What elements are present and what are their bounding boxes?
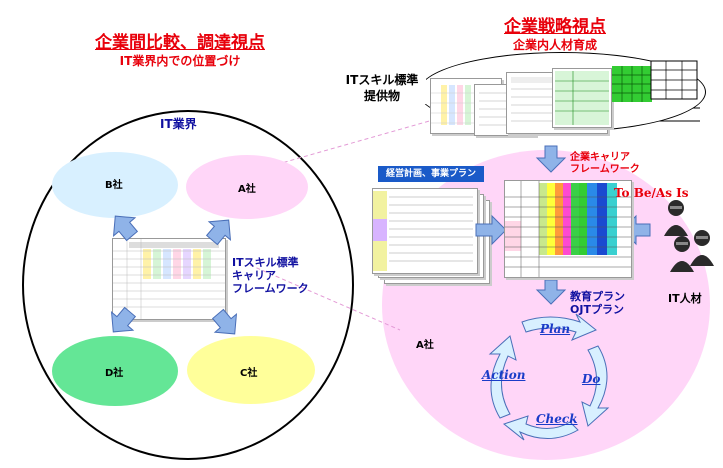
provided-label-line2: 提供物 xyxy=(363,89,400,103)
person-icon-3 xyxy=(690,230,714,266)
skill-standard-sheet xyxy=(112,238,226,320)
framework-label-line3: フレームワーク xyxy=(232,282,309,295)
people-icons xyxy=(664,200,714,272)
provided-label-line1: ITスキル標準 xyxy=(345,73,419,87)
company-a-ellipse-left xyxy=(186,155,308,219)
person-icon-1 xyxy=(664,200,688,236)
framework-label: ITスキル標準 キャリア フレームワーク xyxy=(232,256,309,295)
framework-label-line2: キャリア xyxy=(232,269,276,282)
pdca-check: Check xyxy=(536,412,578,426)
education-plan-line1: 教育プラン xyxy=(570,290,625,303)
arrow-down-top xyxy=(535,145,567,173)
plan-arrow xyxy=(521,313,597,341)
left-subtitle: IT業界内での位置づけ xyxy=(119,54,241,68)
company-c-label: C社 xyxy=(240,368,258,379)
career-framework-label: 企業キャリア フレームワーク xyxy=(570,152,640,176)
plan-doc-title: 経営計画、事業プラン xyxy=(378,166,484,182)
career-framework-label-line1: 企業キャリア xyxy=(570,152,630,163)
green-grid-icon xyxy=(612,66,652,102)
industry-label: IT業界 xyxy=(160,117,197,131)
person-icon-2 xyxy=(670,236,694,272)
education-plan-label: 教育プラン OJTプラン xyxy=(570,290,625,316)
left-title: 企業間比較、調達視点 xyxy=(95,33,265,53)
provided-label: ITスキル標準 提供物 xyxy=(338,72,426,104)
provided-doc-4 xyxy=(552,68,612,128)
do-arrow xyxy=(581,345,610,427)
right-title: 企業戦略視点 xyxy=(504,17,606,37)
spreadsheet-graphic xyxy=(113,239,225,319)
education-plan-line2: OJTプラン xyxy=(570,303,624,316)
pdca-do: Do xyxy=(582,372,601,386)
company-a-label-right: A社 xyxy=(416,340,434,351)
company-b-ellipse xyxy=(52,152,178,218)
action-arrow xyxy=(488,335,517,419)
company-d-ellipse xyxy=(52,336,178,406)
pdca-plan: Plan xyxy=(540,322,571,336)
arrow-right-plan xyxy=(475,214,507,246)
company-c-ellipse xyxy=(187,336,315,404)
company-b-label: B社 xyxy=(105,180,123,191)
career-framework-table xyxy=(504,180,632,278)
pdca-action: Action xyxy=(482,368,526,382)
framework-label-line1: ITスキル標準 xyxy=(232,256,299,269)
right-subtitle: 企業内人材育成 xyxy=(512,38,597,52)
company-a-label-left: A社 xyxy=(238,184,256,195)
career-framework-label-line2: フレームワーク xyxy=(570,164,640,175)
company-d-label: D社 xyxy=(105,368,124,379)
check-arrow xyxy=(502,415,579,441)
outline-table-icon xyxy=(650,60,698,100)
it-people-label: IT人材 xyxy=(668,292,702,305)
pdca-cycle xyxy=(488,313,610,441)
arrow-down-bottom xyxy=(535,279,567,305)
to-be-as-is-label: To Be/As Is xyxy=(614,186,689,200)
